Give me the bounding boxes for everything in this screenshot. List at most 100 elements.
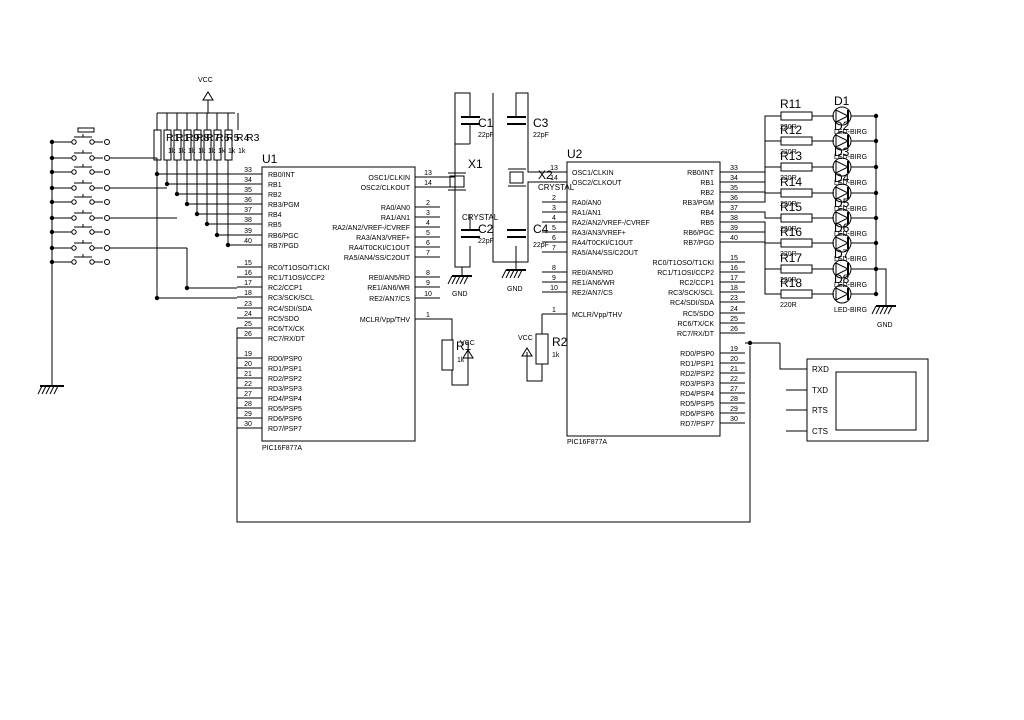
u1-pin-number: 33: [244, 167, 252, 174]
u2-pin-number: 7: [552, 245, 556, 252]
wires: [40, 92, 887, 523]
u1-pin-number: 17: [244, 280, 252, 287]
ground-hatch: [41, 385, 47, 395]
button-contact: [89, 215, 95, 221]
button-contact: [71, 215, 77, 221]
led-drive-wire: [745, 115, 781, 173]
ground-hatch: [45, 385, 51, 395]
led-value: LED-BIRG: [834, 206, 867, 213]
u1-pin-name: RA1/AN1: [381, 215, 410, 222]
u2-pin-name: OSC2/CLKOUT: [572, 180, 622, 187]
vcc-arrowhead: [202, 91, 214, 101]
ground-icon: [501, 269, 526, 279]
u2-pin-name: RA4/T0CKI/C1OUT: [572, 240, 634, 247]
osc1-wire-u2: [515, 92, 542, 173]
u1-pin-number: 40: [244, 238, 252, 245]
ground-hatch: [459, 275, 465, 285]
c3-value: 22pF: [533, 132, 549, 139]
resistor-array-label: R9: [186, 132, 200, 144]
u1-pin-name: RD6/PSP6: [268, 416, 302, 423]
x1-value: CRYSTAL: [462, 213, 499, 222]
u2-pin-number: 20: [730, 356, 738, 363]
pullup-to-port: [227, 160, 237, 246]
pin-marker-icon: [104, 229, 110, 235]
u2-pin-number: 30: [730, 416, 738, 423]
u2-pin-number: 22: [730, 376, 738, 383]
u1-part: PIC16F877A: [262, 445, 302, 452]
u1-pin-number: 26: [244, 331, 252, 338]
led-resistor-body: [780, 213, 813, 223]
diode-triangle: [835, 211, 850, 225]
labels: U1PIC16F877A33RB0/INT34RB135RB236RB3/PGM…: [166, 77, 893, 452]
u2-ref: U2: [567, 147, 583, 161]
vcc-arrowhead: [521, 347, 533, 357]
u1-pin-number: 20: [244, 361, 252, 368]
c1-value: 22pF: [478, 132, 494, 139]
pin-marker-icon: [104, 185, 110, 191]
pullup-resistor: [183, 129, 192, 161]
u1-pin-name: RB0/INT: [268, 172, 296, 179]
pullup-resistor: [153, 129, 162, 161]
diode-triangle: [835, 262, 850, 276]
u2-pin-name: RB3/PGM: [682, 200, 714, 207]
pullup-resistor: [193, 129, 202, 161]
u1-pin-number: 7: [426, 250, 430, 257]
led-gnd-wire: [876, 268, 887, 306]
u1-pin-number: 4: [426, 220, 430, 227]
x1-ref: X1: [468, 157, 483, 171]
led-resistor-body: [780, 289, 813, 299]
led-drive-wire: [745, 192, 781, 203]
ground-hatch: [871, 305, 877, 315]
u1-pin-name: RE0/AN5/RD: [369, 275, 410, 282]
button-contact: [89, 139, 95, 145]
u2-pin-number: 13: [550, 165, 558, 172]
u2-pin-number: 36: [730, 195, 738, 202]
r2-value: 1k: [552, 352, 560, 359]
u2-pin-number: 37: [730, 205, 738, 212]
led-resistor-ref: R15: [780, 200, 802, 214]
gnd-label-u1: GND: [452, 291, 468, 298]
u2-pin-number: 5: [552, 225, 556, 232]
led-outline: [832, 284, 852, 304]
u2-pin-name: RC7/RX/DT: [677, 331, 715, 338]
u2-pin-name: RC0/T1OSO/T1CKI: [653, 260, 715, 267]
led-outline: [832, 183, 852, 203]
u2-pin-name: RA5/AN4/SS/C2OUT: [572, 250, 639, 257]
resistor-array-label: R8: [196, 132, 210, 144]
pin-marker-icon: [104, 139, 110, 145]
u2-pin-number: 17: [730, 275, 738, 282]
u1-pin-number: 35: [244, 187, 252, 194]
virtual-terminal-screen: [835, 371, 917, 431]
resistor-array-label: R3: [246, 132, 260, 144]
u2-pin-number: 39: [730, 225, 738, 232]
junction-dot: [204, 221, 210, 227]
led-resistor-body: [780, 162, 813, 172]
u2-pin-number: 6: [552, 235, 556, 242]
resistor-array-label: R1: [176, 132, 190, 144]
push-button-icon: [52, 164, 110, 175]
u2-pin-name: RD3/PSP3: [680, 381, 714, 388]
push-button-icon: [52, 194, 110, 205]
junction-dot: [225, 242, 231, 248]
led-value: LED-BIRG: [834, 231, 867, 238]
u1-ref: U1: [262, 152, 278, 166]
u2-pin-number: 38: [730, 215, 738, 222]
resistor-array-label: R5: [226, 132, 240, 144]
led-drive-wire: [745, 140, 781, 183]
led-resistor-value: 220R: [780, 226, 797, 233]
push-button-icon: [52, 150, 110, 161]
u1-pin-number: 23: [244, 301, 252, 308]
pin-marker-icon: [104, 259, 110, 265]
vcc-arrow-icon: [462, 349, 474, 359]
u1-pin-number: 15: [244, 260, 252, 267]
serial-wire-u1-u2: [236, 328, 751, 523]
resistor-array-label: R4: [236, 132, 250, 144]
push-button-icon: [52, 210, 110, 221]
junction-dot: [873, 291, 879, 297]
junction-dot: [194, 211, 200, 217]
junction-dot: [154, 295, 160, 301]
button-contact: [71, 259, 77, 265]
u2-pin-name: RD1/PSP1: [680, 361, 714, 368]
u1-pin-name: RD3/PSP3: [268, 386, 302, 393]
